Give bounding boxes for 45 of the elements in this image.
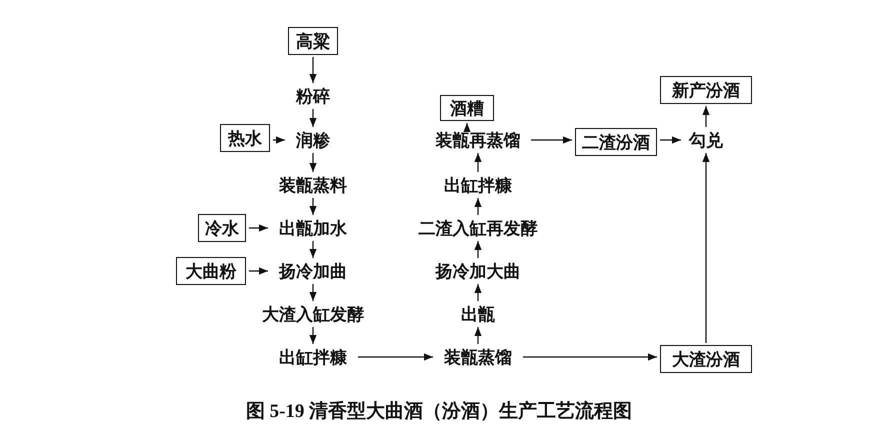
arrow xyxy=(249,224,268,232)
arrow xyxy=(531,136,572,144)
arrow xyxy=(474,241,482,258)
boxed-step: 新产汾酒 xyxy=(660,76,752,104)
arrow xyxy=(309,57,317,83)
arrow xyxy=(249,267,268,275)
process-step: 装甑蒸料 xyxy=(271,174,355,196)
boxed-step: 冷水 xyxy=(198,214,246,242)
boxed-step: 高粱 xyxy=(288,27,338,55)
arrow xyxy=(309,241,317,258)
arrow xyxy=(309,327,317,344)
process-step: 出甑加水 xyxy=(271,217,355,239)
process-step: 扬冷加大曲 xyxy=(428,260,528,282)
process-step: 装甑蒸馏 xyxy=(436,346,520,368)
arrow xyxy=(474,327,482,344)
process-step: 大渣入缸发酵 xyxy=(258,303,368,325)
arrow xyxy=(523,353,657,361)
arrow xyxy=(309,109,317,127)
arrow xyxy=(702,106,710,127)
process-step: 出缸拌糠 xyxy=(436,174,520,196)
process-step: 扬冷加曲 xyxy=(271,260,355,282)
arrow xyxy=(474,153,482,172)
boxed-step: 酒糟 xyxy=(440,95,494,121)
arrow xyxy=(474,284,482,301)
process-step: 出缸拌糠 xyxy=(271,346,355,368)
boxed-step: 二渣汾酒 xyxy=(575,128,657,156)
arrow xyxy=(309,284,317,301)
process-step: 勾兑 xyxy=(684,129,728,151)
arrow xyxy=(702,153,710,343)
arrow xyxy=(273,136,285,144)
arrow xyxy=(660,136,681,144)
arrow xyxy=(463,123,471,132)
process-step: 出甑 xyxy=(453,303,503,325)
arrow xyxy=(358,353,433,361)
figure-caption: 图 5-19 清香型大曲酒（汾酒）生产工艺流程图 xyxy=(244,400,634,424)
process-step: 二渣入缸再发酵 xyxy=(414,217,542,239)
arrow xyxy=(474,198,482,215)
arrow xyxy=(309,198,317,215)
process-step: 润糁 xyxy=(288,129,338,151)
process-step: 装甑再蒸馏 xyxy=(428,129,528,151)
process-step: 粉碎 xyxy=(288,85,338,107)
arrow xyxy=(309,153,317,172)
boxed-step: 热水 xyxy=(220,124,270,152)
boxed-step: 大曲粉 xyxy=(176,257,246,285)
boxed-step: 大渣汾酒 xyxy=(660,345,752,373)
